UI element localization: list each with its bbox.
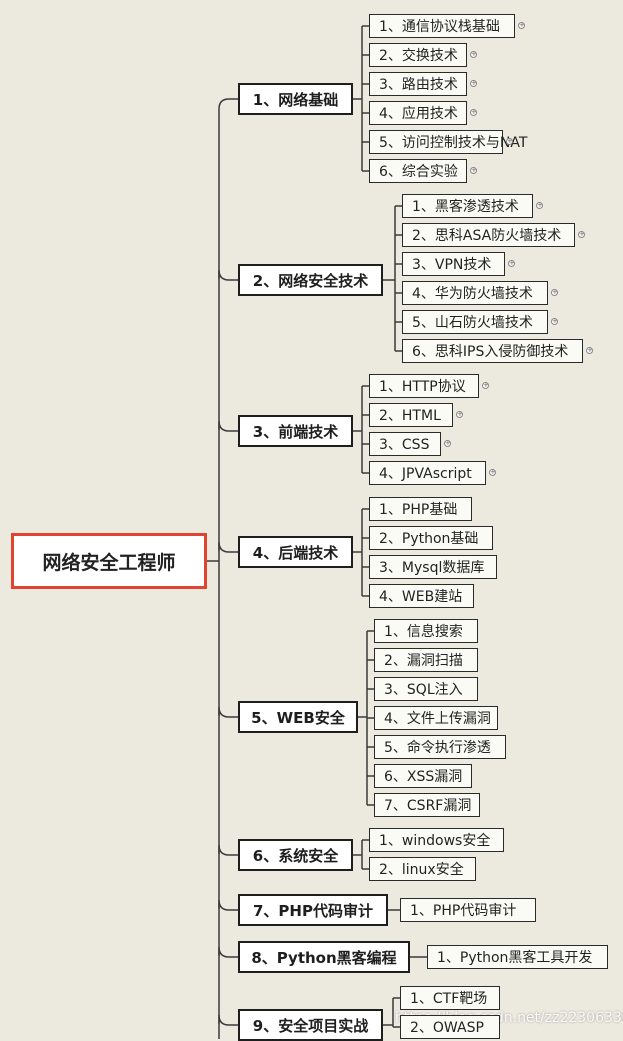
- connector-curve: [218, 706, 238, 718]
- leaf-node[interactable]: 2、漏洞扫描: [374, 648, 478, 672]
- leaf-node[interactable]: 3、路由技术: [369, 72, 467, 96]
- leaf-node[interactable]: 1、windows安全: [369, 828, 504, 852]
- expand-icon[interactable]: +: [489, 468, 496, 476]
- expand-icon[interactable]: +: [536, 201, 543, 209]
- leaf-node[interactable]: 2、思科ASA防火墙技术: [402, 223, 575, 247]
- expand-icon[interactable]: +: [470, 50, 477, 58]
- leaf-node[interactable]: 6、XSS漏洞: [374, 764, 472, 788]
- expand-icon[interactable]: +: [578, 230, 585, 238]
- leaf-node[interactable]: 1、信息搜索: [374, 619, 478, 643]
- expand-icon[interactable]: +: [444, 439, 451, 447]
- category-node[interactable]: 5、WEB安全: [238, 701, 358, 733]
- leaf-node[interactable]: 4、应用技术: [369, 101, 467, 125]
- expand-icon[interactable]: +: [551, 317, 558, 325]
- leaf-node[interactable]: 1、PHP代码审计: [400, 898, 536, 922]
- connector-curve: [218, 1014, 238, 1026]
- category-node[interactable]: 9、安全项目实战: [238, 1009, 383, 1041]
- category-node[interactable]: 2、网络安全技术: [238, 264, 383, 296]
- expand-icon[interactable]: +: [551, 288, 558, 296]
- category-node[interactable]: 6、系统安全: [238, 839, 353, 871]
- connector-curve: [218, 899, 238, 911]
- leaf-node[interactable]: 2、Python基础: [369, 526, 493, 550]
- leaf-node[interactable]: 5、命令执行渗透: [374, 735, 506, 759]
- expand-icon[interactable]: +: [456, 410, 463, 418]
- connector-curve: [218, 844, 238, 856]
- connector-curve: [218, 98, 238, 110]
- leaf-node[interactable]: 1、CTF靶场: [400, 986, 500, 1010]
- leaf-node[interactable]: 3、CSS: [369, 432, 441, 456]
- leaf-node[interactable]: 3、VPN技术: [402, 252, 505, 276]
- category-node[interactable]: 8、Python黑客编程: [238, 941, 410, 973]
- expand-icon[interactable]: +: [470, 166, 477, 174]
- leaf-node[interactable]: 1、通信协议栈基础: [369, 14, 515, 38]
- leaf-node[interactable]: 6、思科IPS入侵防御技术: [402, 339, 583, 363]
- leaf-node[interactable]: 2、OWASP: [400, 1015, 500, 1039]
- leaf-node[interactable]: 1、PHP基础: [369, 497, 472, 521]
- leaf-node[interactable]: 2、linux安全: [369, 857, 476, 881]
- expand-icon[interactable]: +: [508, 259, 515, 267]
- leaf-node[interactable]: 3、SQL注入: [374, 677, 478, 701]
- connector-curve: [218, 269, 238, 281]
- expand-icon[interactable]: +: [518, 21, 525, 29]
- leaf-node[interactable]: 1、HTTP协议: [369, 374, 479, 398]
- leaf-node[interactable]: 7、CSRF漏洞: [374, 793, 480, 817]
- expand-icon[interactable]: +: [586, 346, 593, 354]
- leaf-node[interactable]: 4、WEB建站: [369, 584, 474, 608]
- leaf-node[interactable]: 1、黑客渗透技术: [402, 194, 533, 218]
- leaf-node[interactable]: 1、Python黑客工具开发: [427, 945, 608, 969]
- category-node[interactable]: 3、前端技术: [238, 415, 353, 447]
- connector-curve: [218, 541, 238, 553]
- leaf-node[interactable]: 4、华为防火墙技术: [402, 281, 548, 305]
- expand-icon[interactable]: +: [470, 108, 477, 116]
- leaf-node[interactable]: 6、综合实验: [369, 159, 467, 183]
- leaf-node[interactable]: 5、访问控制技术与NAT: [369, 130, 527, 154]
- expand-icon[interactable]: +: [470, 79, 477, 87]
- leaf-node[interactable]: 4、JPVAscript: [369, 461, 486, 485]
- root-node[interactable]: 网络安全工程师: [11, 533, 207, 589]
- leaf-node[interactable]: 2、HTML: [369, 403, 453, 427]
- category-node[interactable]: 7、PHP代码审计: [238, 894, 388, 926]
- leaf-node[interactable]: 3、Mysql数据库: [369, 555, 497, 579]
- leaf-node[interactable]: 2、交换技术: [369, 43, 467, 67]
- expand-icon[interactable]: +: [506, 137, 513, 145]
- connector-curve: [218, 420, 238, 432]
- leaf-node[interactable]: 5、山石防火墙技术: [402, 310, 548, 334]
- connector-curve: [218, 946, 238, 958]
- category-node[interactable]: 1、网络基础: [238, 83, 353, 115]
- leaf-node[interactable]: 4、文件上传漏洞: [374, 706, 498, 730]
- category-node[interactable]: 4、后端技术: [238, 536, 353, 568]
- expand-icon[interactable]: +: [482, 381, 489, 389]
